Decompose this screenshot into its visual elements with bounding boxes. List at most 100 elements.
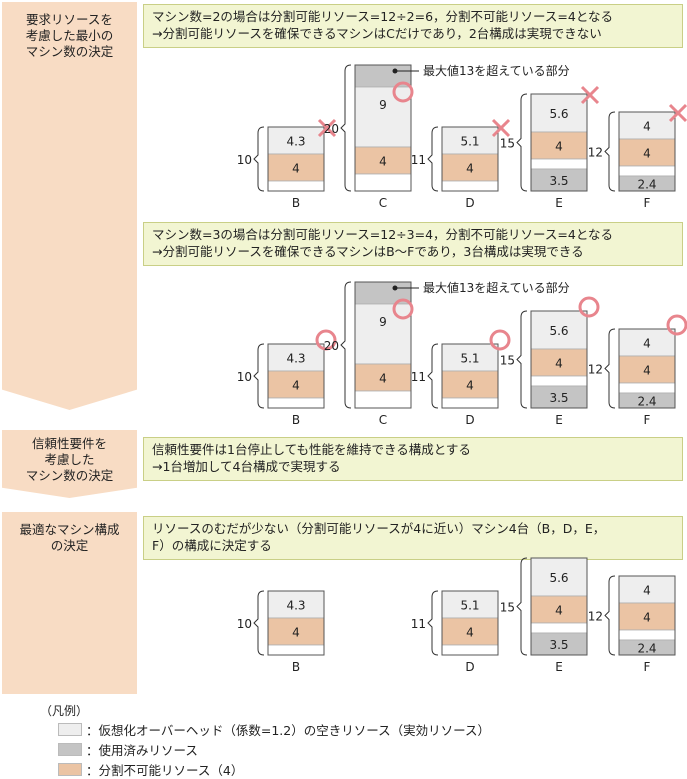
circle-mark-icon xyxy=(315,329,337,351)
segment-free xyxy=(530,375,588,387)
segment-value: 4.3 xyxy=(286,135,305,149)
segment-value: 4 xyxy=(466,162,474,176)
circle-mark-icon xyxy=(392,298,414,320)
machine-frame xyxy=(441,590,499,656)
machine-label: E xyxy=(555,413,563,427)
circle-mark-icon xyxy=(578,296,600,318)
machine-total: 10 xyxy=(237,617,252,631)
segment-value: 2.4 xyxy=(637,178,656,192)
machine-frame xyxy=(267,343,325,409)
legend-swatch xyxy=(58,743,82,756)
segment-fixed xyxy=(354,363,412,392)
machine-label: F xyxy=(644,413,651,427)
segment-effective xyxy=(441,590,499,619)
segment-free xyxy=(354,173,412,192)
segment-value: 4 xyxy=(643,337,651,351)
total-brace xyxy=(604,328,616,409)
machine-label: B xyxy=(292,660,300,674)
segment-effective xyxy=(267,590,325,619)
machine-total: 12 xyxy=(588,610,603,624)
segment-value: 2.4 xyxy=(637,642,656,656)
machine-frame xyxy=(618,111,676,192)
segment-value: 4 xyxy=(292,162,300,176)
callout-text: 最大値13を超えている部分 xyxy=(423,280,570,295)
machine-total: 12 xyxy=(588,146,603,160)
total-brace xyxy=(516,310,528,409)
segment-free xyxy=(267,397,325,409)
machine-total: 12 xyxy=(588,363,603,377)
segment-value: 5.1 xyxy=(460,135,479,149)
segment-value: 4 xyxy=(466,379,474,393)
machine-total: 11 xyxy=(411,153,426,167)
segment-value: 4 xyxy=(292,626,300,640)
segment-free xyxy=(618,382,676,394)
legend-title: （凡例） xyxy=(40,704,89,718)
circle-mark-icon xyxy=(489,329,511,351)
total-brace xyxy=(604,111,616,192)
legend-label: ：仮想化オーバーヘッド（係数=1.2）の空きリソース（実効リソース） xyxy=(86,723,490,738)
note-three-machines: マシン数=3の場合は分割可能リソース=12÷3=4，分割不可能リソース=4となる… xyxy=(143,222,683,266)
machine-frame xyxy=(441,126,499,192)
segment-value: 4 xyxy=(292,379,300,393)
step-reliability: 信頼性要件を 考慮した マシン数の決定 xyxy=(2,430,137,498)
machine-frame xyxy=(618,575,676,656)
machine-label: D xyxy=(465,660,474,674)
segment-free xyxy=(441,180,499,192)
cross-mark-icon xyxy=(317,118,337,138)
segment-value: 4 xyxy=(379,372,387,386)
machine-frame xyxy=(354,281,412,409)
callout-text: 最大値13を超えている部分 xyxy=(423,63,570,78)
segment-fixed xyxy=(267,370,325,399)
note-reliability: 信頼性要件は1台停止しても性能を維持できる構成とする →1台増加して4台構成で実… xyxy=(143,437,683,481)
legend-label: ：使用済みリソース xyxy=(86,743,198,758)
segment-value: 4 xyxy=(643,147,651,161)
segment-value: 3.5 xyxy=(549,391,568,405)
machine-label: C xyxy=(379,196,387,210)
total-brace xyxy=(427,126,439,192)
machine-label: E xyxy=(555,660,563,674)
segment-effective xyxy=(441,126,499,155)
machine-total: 15 xyxy=(500,137,515,151)
machine-total: 11 xyxy=(411,370,426,384)
segment-value: 4 xyxy=(555,604,563,618)
segment-free xyxy=(441,644,499,656)
total-brace xyxy=(253,126,265,192)
segment-value: 4.3 xyxy=(286,599,305,613)
segment-value: 5.1 xyxy=(460,352,479,366)
machine-frame xyxy=(354,64,412,192)
step-label: 要求リソースを 考慮した最小の マシン数の決定 xyxy=(25,12,114,59)
total-brace xyxy=(516,557,528,656)
circle-mark-icon xyxy=(392,81,414,103)
segment-fixed xyxy=(267,153,325,182)
segment-effective xyxy=(354,303,412,365)
legend-swatch xyxy=(58,763,82,776)
segment-value: 5.6 xyxy=(549,107,568,121)
segment-effective xyxy=(354,86,412,148)
segment-value: 5.6 xyxy=(549,571,568,585)
circle-mark-icon xyxy=(666,314,687,336)
step-label: 信頼性要件を 考慮した マシン数の決定 xyxy=(25,436,114,483)
total-brace xyxy=(427,590,439,656)
segment-value: 4.3 xyxy=(286,352,305,366)
segment-value: 4 xyxy=(555,140,563,154)
machine-total: 10 xyxy=(237,370,252,384)
segment-free xyxy=(530,158,588,170)
segment-value: 4 xyxy=(643,120,651,134)
machine-label: B xyxy=(292,413,300,427)
segment-free xyxy=(618,629,676,641)
machine-frame xyxy=(530,93,588,192)
segment-fixed xyxy=(441,153,499,182)
machine-total: 20 xyxy=(324,122,339,136)
segment-value: 4 xyxy=(643,611,651,625)
machine-label: E xyxy=(555,196,563,210)
cross-mark-icon xyxy=(668,103,687,123)
machine-label: D xyxy=(465,413,474,427)
segment-free xyxy=(530,622,588,634)
segment-value: 4 xyxy=(643,584,651,598)
machine-total: 15 xyxy=(500,601,515,615)
segment-fixed xyxy=(441,370,499,399)
total-brace xyxy=(253,343,265,409)
segment-value: 4 xyxy=(466,626,474,640)
legend-item-effective: ：仮想化オーバーヘッド（係数=1.2）の空きリソース（実効リソース） xyxy=(58,720,490,739)
